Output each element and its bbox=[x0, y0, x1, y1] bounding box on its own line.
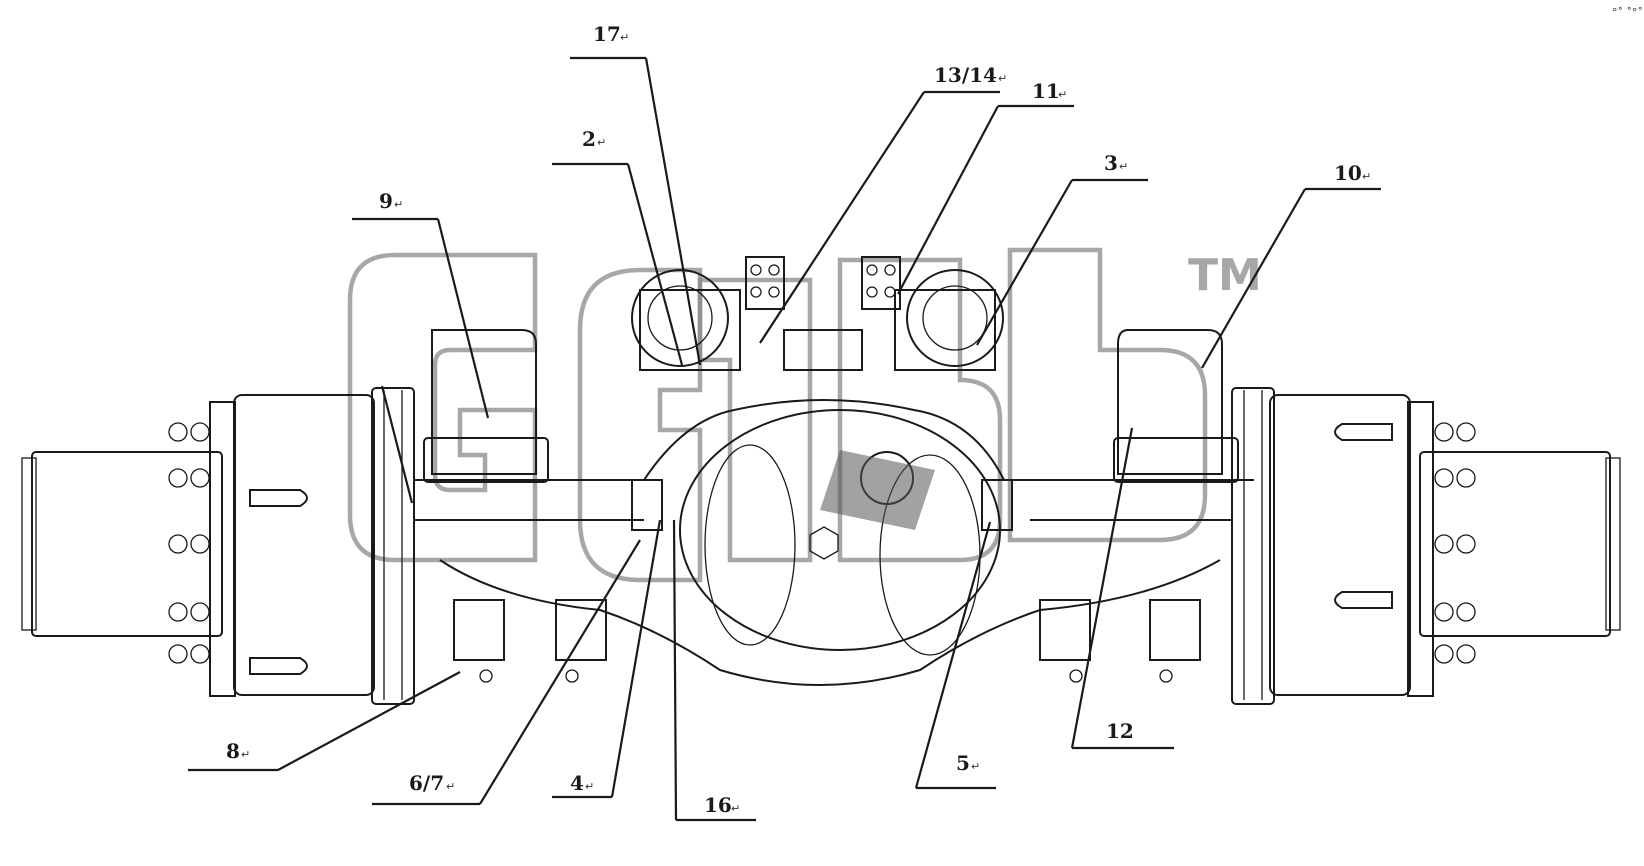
label-17: 17 bbox=[593, 22, 621, 46]
label-8: 8 bbox=[226, 739, 240, 763]
label-16: 16 bbox=[704, 793, 732, 817]
return-mark: ↵ bbox=[971, 760, 980, 773]
part-labels: 17 ↵ 13/14 ↵ 11 ↵ 2 ↵ 3 ↵ 10 ↵ 9 ↵ 8 ↵ 6… bbox=[226, 22, 1371, 817]
label-13-14: 13/14 bbox=[934, 63, 997, 87]
corner-mark: °˚ ˚°˚ bbox=[1612, 6, 1643, 19]
return-mark: ↵ bbox=[394, 198, 403, 211]
return-mark: ↵ bbox=[241, 748, 250, 761]
return-mark: ↵ bbox=[1119, 160, 1128, 173]
return-mark: ↵ bbox=[597, 136, 606, 149]
label-5: 5 bbox=[956, 751, 970, 775]
label-3: 3 bbox=[1104, 151, 1118, 175]
label-10: 10 bbox=[1334, 161, 1362, 185]
return-mark: ↵ bbox=[1362, 170, 1371, 183]
label-4: 4 bbox=[570, 771, 584, 795]
label-9: 9 bbox=[379, 189, 393, 213]
return-mark: ↵ bbox=[446, 780, 455, 793]
return-mark: ↵ bbox=[731, 802, 740, 815]
return-mark: ↵ bbox=[585, 780, 594, 793]
return-mark: ↵ bbox=[620, 31, 629, 44]
label-12: 12 bbox=[1106, 719, 1134, 743]
axle-drawing bbox=[21, 256, 1621, 705]
return-mark: ↵ bbox=[998, 72, 1007, 85]
leader-lines bbox=[188, 56, 1381, 822]
label-6-7: 6/7 bbox=[409, 771, 444, 795]
trademark-mark: TM bbox=[1188, 250, 1262, 301]
return-mark: ↵ bbox=[1058, 88, 1067, 101]
label-11: 11 bbox=[1032, 79, 1060, 103]
label-2: 2 bbox=[582, 127, 596, 151]
